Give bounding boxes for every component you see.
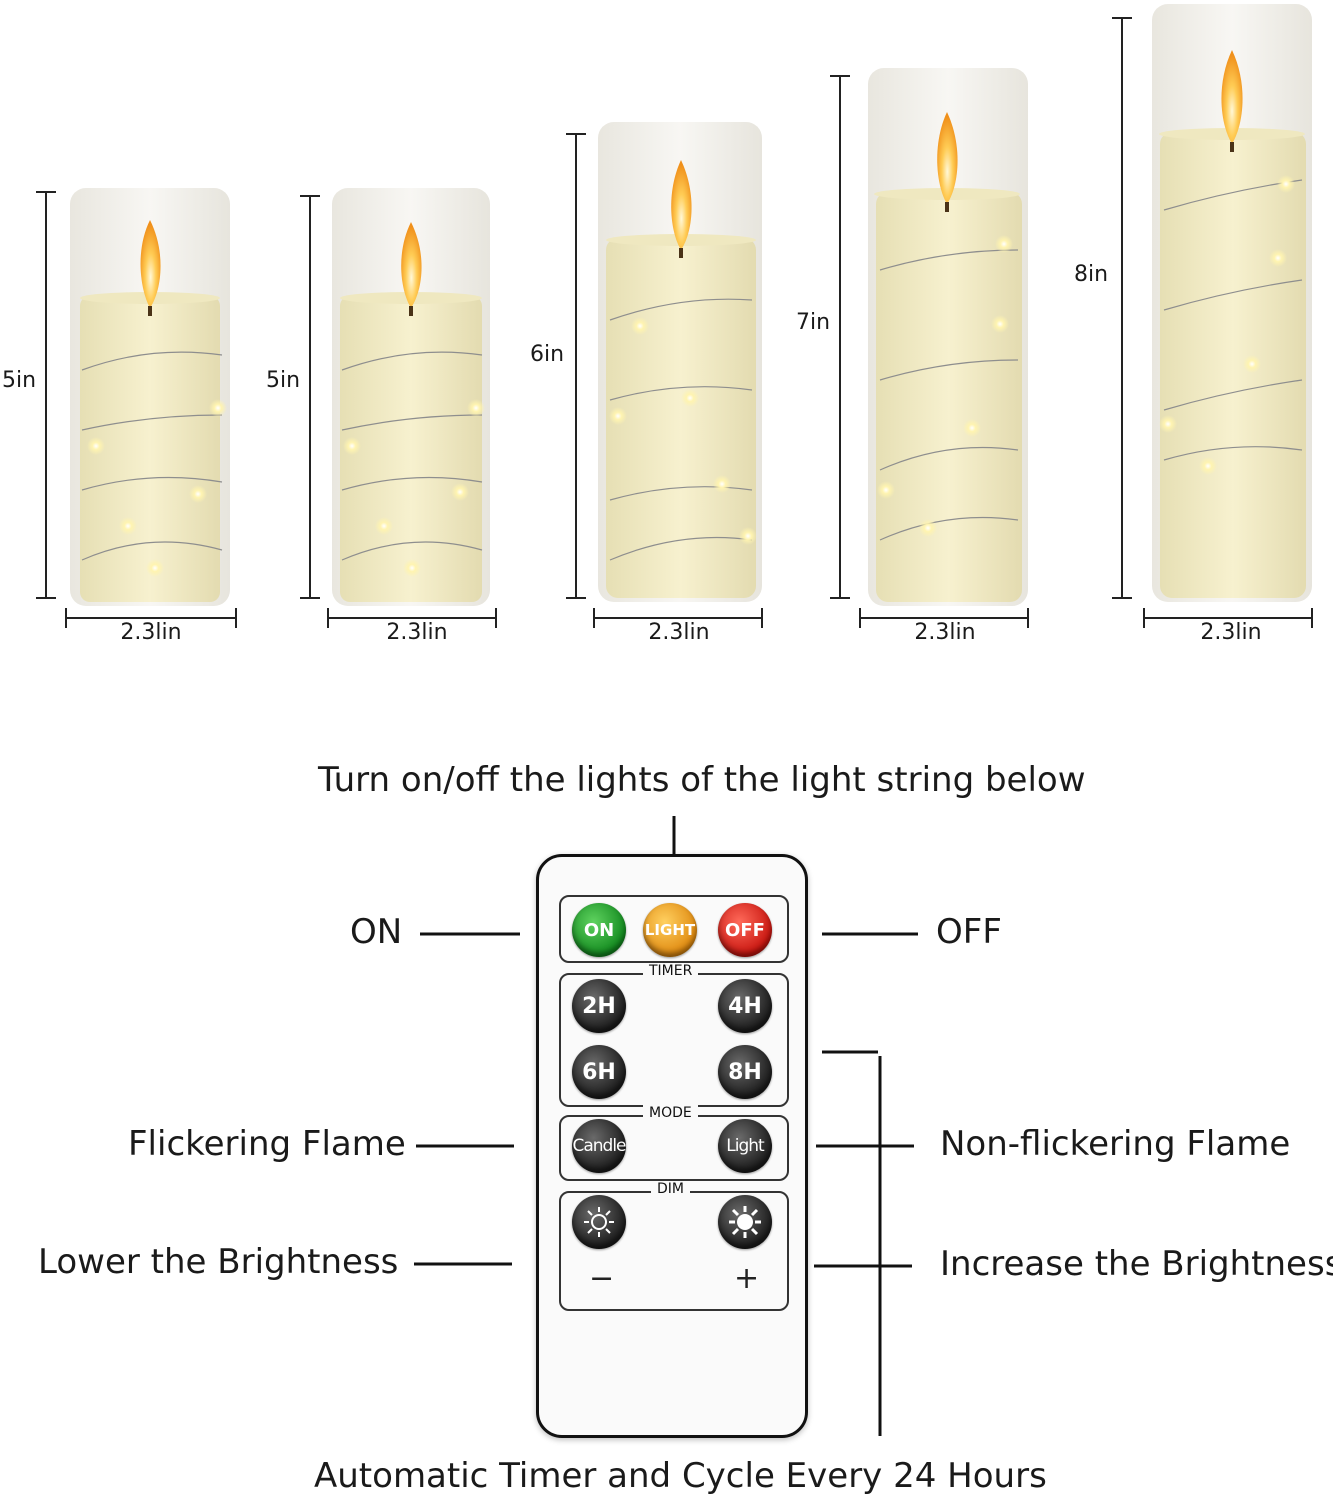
callout-off: OFF <box>936 912 1002 952</box>
candle-4-width-label: 2.3lin <box>914 620 976 645</box>
timer-section-title: TIMER <box>643 963 699 979</box>
timer-8h-button[interactable]: 8H <box>718 1045 772 1099</box>
dim-minus-sign: − <box>589 1261 615 1296</box>
dim-section-title: DIM <box>651 1181 690 1197</box>
candle-1-width-label: 2.3lin <box>120 620 182 645</box>
candle-1 <box>70 188 230 606</box>
candle-5-width-label: 2.3lin <box>1200 620 1262 645</box>
height-dimension-lines <box>36 17 1132 599</box>
remote-control: ON LIGHT OFF TIMER 2H 4H 6H 8H MODE Cand… <box>536 854 808 1438</box>
width-dimension-lines <box>65 608 1313 628</box>
dim-plus-sign: + <box>734 1261 760 1296</box>
candle-5-height-label: 8in <box>1074 262 1109 287</box>
callout-flickering-flame: Flickering Flame <box>128 1124 406 1164</box>
candle-3-height-label: 6in <box>530 342 565 367</box>
callout-non-flickering-flame: Non-flickering Flame <box>940 1124 1291 1164</box>
candle-2-height-label: 5in <box>266 368 301 393</box>
timer-6h-button[interactable]: 6H <box>572 1045 626 1099</box>
light-mode-button[interactable]: Light <box>718 1119 772 1173</box>
off-button[interactable]: OFF <box>718 903 772 957</box>
timer-2h-button[interactable]: 2H <box>572 979 626 1033</box>
dim-up-button[interactable] <box>718 1195 772 1249</box>
candle-4 <box>868 68 1028 606</box>
candle-2 <box>332 188 490 606</box>
candle-2-width-label: 2.3lin <box>386 620 448 645</box>
callout-automatic-timer: Automatic Timer and Cycle Every 24 Hours <box>314 1456 1047 1496</box>
candle-3 <box>598 122 762 602</box>
flame-icon <box>671 160 692 250</box>
sun-outline-icon <box>584 1207 614 1237</box>
callout-lower-brightness: Lower the Brightness <box>38 1242 399 1282</box>
candle-mode-button[interactable]: Candle <box>572 1119 627 1173</box>
power-section <box>559 895 789 963</box>
dim-down-button[interactable] <box>572 1195 626 1249</box>
callout-on: ON <box>350 912 403 952</box>
on-button[interactable]: ON <box>572 903 626 957</box>
flame-icon <box>937 112 958 204</box>
light-string-button[interactable]: LIGHT <box>643 903 697 957</box>
flame-icon <box>140 220 161 308</box>
flame-icon <box>401 222 422 308</box>
mode-section-title: MODE <box>643 1105 698 1121</box>
sun-filled-icon <box>729 1206 761 1238</box>
flame-icon <box>1221 50 1243 144</box>
candle-1-height-label: 5in <box>2 368 37 393</box>
callout-light-string: Turn on/off the lights of the light stri… <box>318 760 1086 800</box>
timer-4h-button[interactable]: 4H <box>718 979 772 1033</box>
candle-4-height-label: 7in <box>796 310 831 335</box>
candle-illustrations <box>36 4 1313 628</box>
candle-5 <box>1152 4 1312 602</box>
candle-3-width-label: 2.3lin <box>648 620 710 645</box>
callout-increase-brightness: Increase the Brightness <box>940 1244 1333 1284</box>
